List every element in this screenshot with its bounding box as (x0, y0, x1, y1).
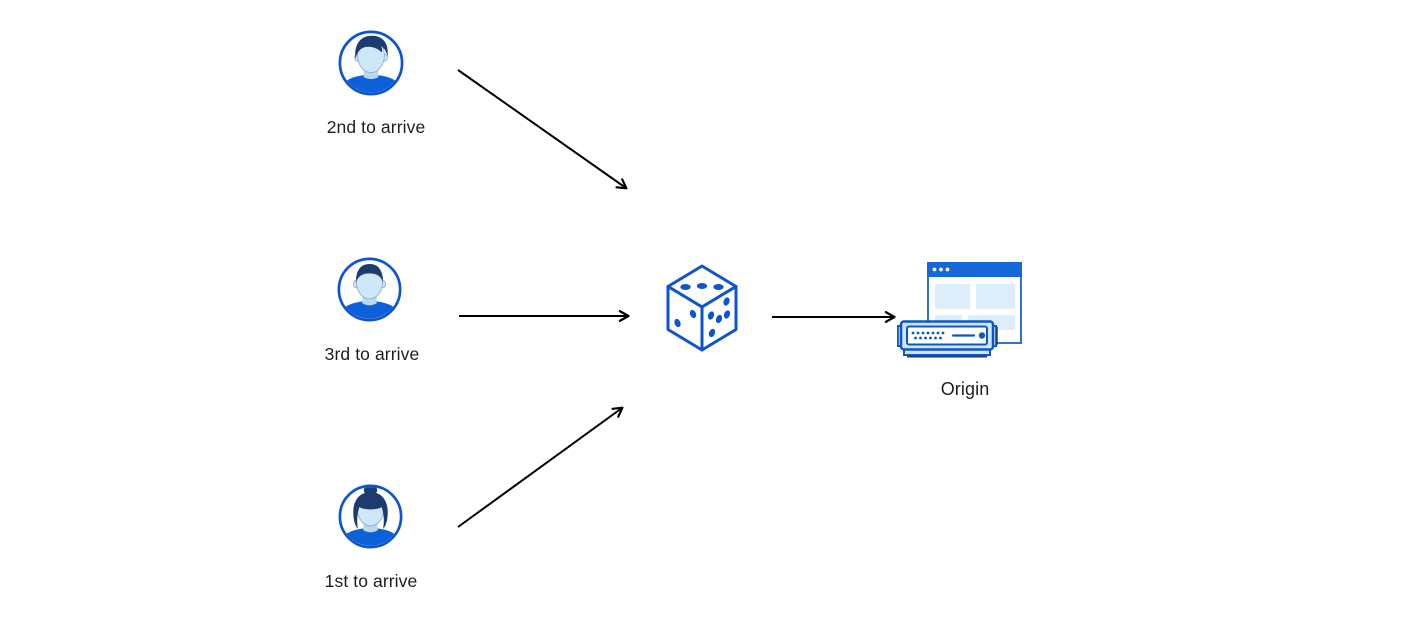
client-label-3rd: 3rd to arrive (324, 344, 420, 364)
user-woman-bun-hair-icon (338, 484, 403, 549)
client-node-1st: 1st to arrive (325, 483, 417, 591)
client-label-1st: 1st to arrive (324, 571, 418, 591)
arrow-client1-to-dice (457, 406, 624, 528)
user-man-short-hair-icon (337, 257, 402, 322)
client-node-3rd: 3rd to arrive (325, 256, 419, 364)
origin-label: Origin (940, 379, 990, 399)
dice-node (664, 263, 740, 358)
dice-icon (666, 264, 738, 352)
origin-server-browser-icon (896, 262, 1022, 358)
origin-node: Origin (896, 262, 1027, 399)
user-man-swept-hair-icon (338, 30, 404, 96)
client-node-2nd: 2nd to arrive (327, 29, 425, 137)
server-vent-dots (911, 331, 945, 340)
client-label-2nd: 2nd to arrive (326, 117, 426, 137)
arrow-client2-to-dice (457, 69, 628, 190)
